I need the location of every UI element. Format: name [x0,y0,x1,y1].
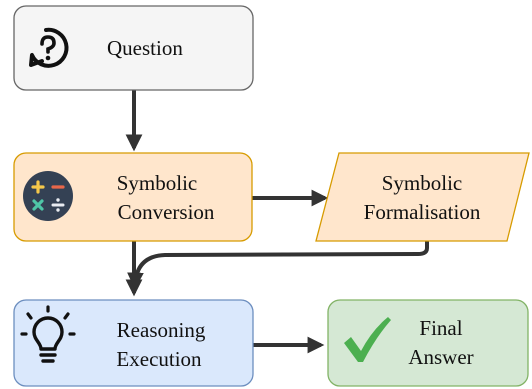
node-reasoning-execution-label-line2: Execution [116,347,202,371]
node-symbolic-formalisation-label-line2: Formalisation [364,200,481,224]
node-symbolic-formalisation: Symbolic Formalisation [315,152,530,242]
calculator-icon [23,171,73,221]
node-symbolic-formalisation-label-line1: Symbolic [382,171,463,195]
node-reasoning-execution-label-line1: Reasoning [117,318,206,342]
node-final-answer: Final Answer [327,299,529,387]
node-question: Question [13,5,254,91]
node-final-answer-label-line1: Final [419,316,462,340]
node-final-answer-box [327,299,529,387]
node-final-answer-label-line2: Answer [408,345,473,369]
node-question-label: Question [107,36,183,60]
node-reasoning-execution: Reasoning Execution [13,299,254,387]
node-symbolic-formalisation-shape [315,152,530,242]
lightbulb-icon [20,305,76,363]
edge-formalisation-to-execution [127,241,429,290]
node-symbolic-conversion-box [13,152,253,242]
node-reasoning-execution-box [13,299,254,387]
node-symbolic-conversion: Symbolic Conversion [13,152,253,242]
node-question-box [13,5,254,91]
node-symbolic-conversion-label-line1: Symbolic [117,171,198,195]
node-symbolic-conversion-label-line2: Conversion [118,200,215,224]
question-bubble-icon [29,27,69,68]
checkmark-icon [344,317,391,362]
